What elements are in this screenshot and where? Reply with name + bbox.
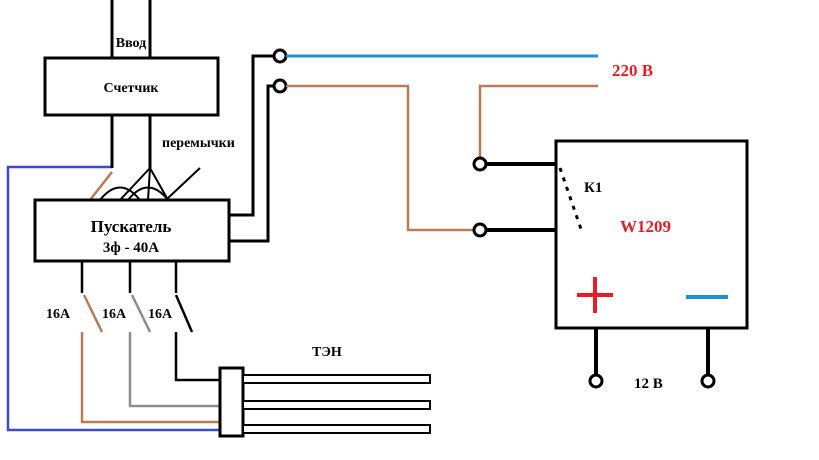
label-starter-spec: 3ф - 40А [103, 240, 159, 256]
heater-element-3 [242, 424, 431, 434]
coil-lead-bottom [229, 84, 273, 243]
plus-sign [577, 277, 613, 313]
supply-wire-brown-right [478, 84, 598, 158]
breaker-switch-3 [174, 294, 194, 333]
terminal-power-minus [700, 373, 716, 389]
phase-wire-gray [128, 332, 220, 408]
label-fuse-2: 16А [102, 307, 127, 322]
label-supply-voltage: 220 В [612, 61, 653, 80]
breaker-switch-1 [82, 294, 104, 333]
terminal-supply-top [272, 48, 288, 64]
label-fuse-1: 16А [46, 307, 71, 322]
heater-element-1 [242, 374, 431, 384]
heater-block [218, 366, 245, 438]
label-input: Ввод [116, 36, 146, 51]
terminal-k1-bottom [472, 222, 488, 238]
label-jumpers: перемычки [162, 136, 235, 151]
label-power-voltage: 12 В [634, 376, 663, 392]
terminal-supply-bottom [272, 78, 288, 94]
starter-box [33, 198, 231, 263]
meter-box [43, 56, 220, 117]
label-starter-title: Пускатель [91, 217, 172, 236]
label-controller-model: W1209 [620, 217, 671, 236]
neutral-wire [6, 165, 220, 432]
phase-wire-black [174, 332, 220, 382]
label-fuse-3: 16А [148, 307, 173, 322]
relay-contact [558, 167, 584, 233]
label-heater: ТЭН [312, 345, 342, 360]
coil-lead-top [229, 54, 273, 217]
terminal-power-plus [588, 373, 604, 389]
label-meter: Счетчик [104, 81, 160, 96]
supply-wire-brown-top [286, 84, 474, 232]
terminal-k1-top [472, 156, 488, 172]
label-relay-contact: К1 [584, 180, 602, 196]
breaker-switch-2 [130, 294, 152, 333]
phase-wire-brown [80, 332, 220, 424]
jumpers [89, 167, 201, 201]
heater-element-2 [242, 400, 431, 410]
